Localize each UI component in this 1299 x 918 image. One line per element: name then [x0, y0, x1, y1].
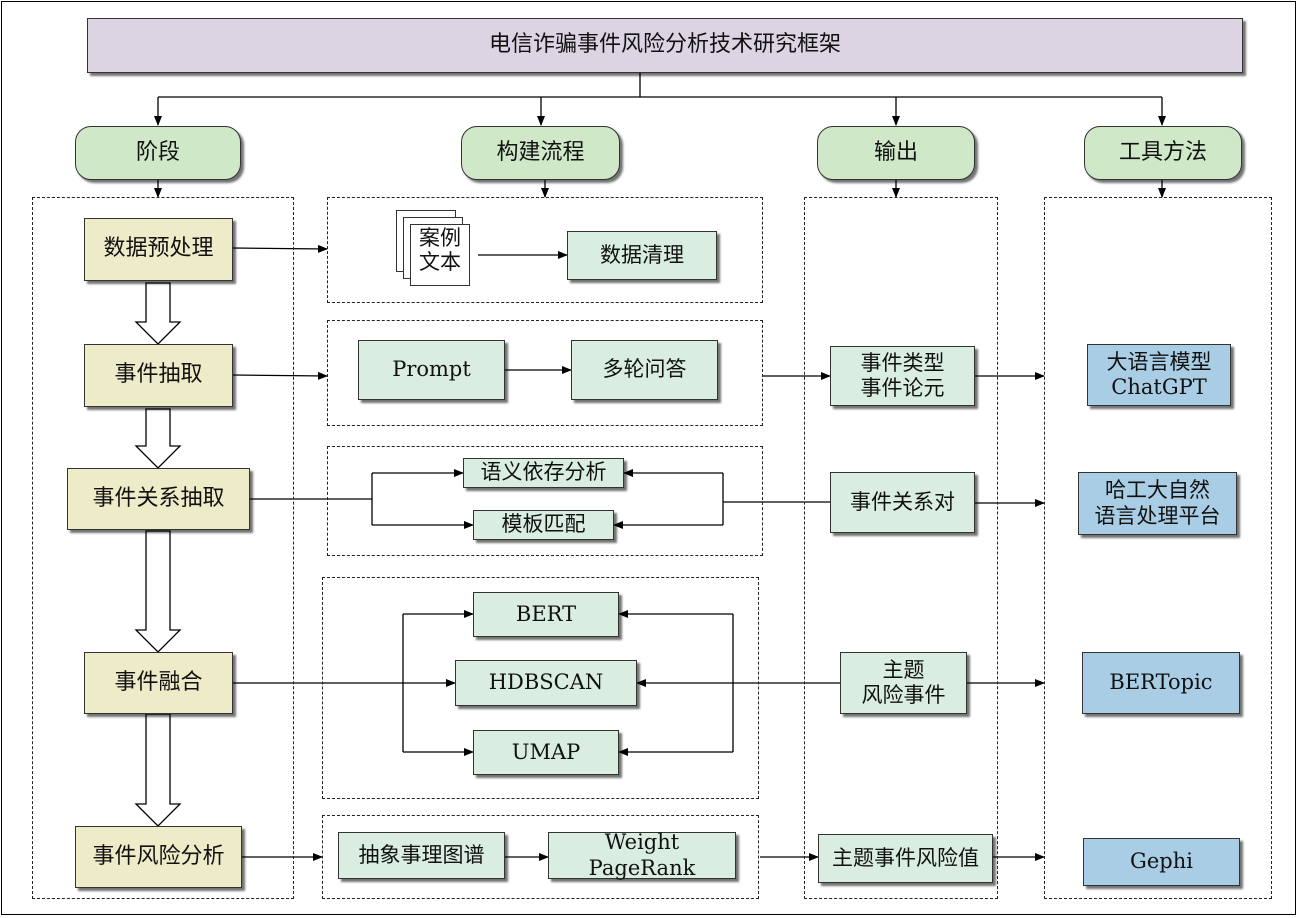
process-group-relation [327, 446, 763, 556]
header-process: 构建流程 [461, 126, 620, 180]
tool-bertopic: BERTopic [1082, 652, 1240, 714]
document-icon-front [410, 224, 470, 286]
process-weight-pagerank: Weight PageRank [548, 830, 736, 880]
header-tools: 工具方法 [1084, 126, 1242, 180]
tool-llm: 大语言模型 [1106, 349, 1212, 374]
stage-risk: 事件风险分析 [75, 826, 242, 888]
tools-group [1044, 197, 1272, 899]
stage-fusion: 事件融合 [84, 652, 233, 714]
process-multi-qa: 多轮问答 [571, 340, 718, 400]
tool-hit-nlp-platform: 哈工大自然 语言处理平台 [1078, 472, 1237, 535]
process-group-preprocess [327, 197, 763, 303]
process-data-cleaning: 数据清理 [567, 231, 717, 280]
stage-preprocess: 数据预处理 [84, 218, 233, 281]
process-template-matching: 模板匹配 [473, 510, 614, 540]
tool-chatgpt: ChatGPT [1111, 375, 1207, 399]
output-topic-risk-event: 主题 风险事件 [840, 652, 967, 714]
case-text-label: 案例 文本 [412, 226, 468, 274]
output-risk-event: 风险事件 [861, 683, 946, 707]
process-group-extraction [327, 320, 763, 426]
stage-relation: 事件关系抽取 [67, 468, 250, 530]
output-event-type: 事件类型 [860, 350, 945, 375]
header-output: 输出 [817, 126, 975, 180]
output-topic: 主题 [882, 657, 925, 682]
output-group [804, 197, 998, 899]
output-event-type-argument: 事件类型 事件论元 [830, 346, 975, 406]
process-abstract-graph: 抽象事理图谱 [338, 832, 505, 879]
output-relation-pair: 事件关系对 [830, 472, 975, 533]
case-text-line2: 文本 [419, 250, 461, 275]
process-group-risk [322, 815, 759, 899]
process-group-fusion [322, 577, 759, 799]
process-prompt: Prompt [358, 340, 505, 400]
stage-extraction: 事件抽取 [84, 344, 233, 407]
tool-hit-line2: 语言处理平台 [1094, 503, 1221, 528]
stage-group [32, 197, 294, 899]
process-umap: UMAP [473, 730, 619, 775]
process-hdbscan: HDBSCAN [455, 660, 637, 706]
case-text-line1: 案例 [419, 226, 461, 250]
tool-gephi: Gephi [1083, 838, 1240, 886]
header-stage: 阶段 [75, 126, 241, 180]
tool-hit-line1: 哈工大自然 [1105, 478, 1210, 503]
output-event-argument: 事件论元 [860, 376, 945, 400]
process-bert: BERT [473, 592, 619, 637]
output-risk-value: 主题事件风险值 [818, 834, 993, 883]
process-dependency-parsing: 语义依存分析 [463, 458, 624, 488]
framework-title: 电信诈骗事件风险分析技术研究框架 [87, 18, 1243, 73]
tool-llm-chatgpt: 大语言模型 ChatGPT [1087, 344, 1231, 406]
